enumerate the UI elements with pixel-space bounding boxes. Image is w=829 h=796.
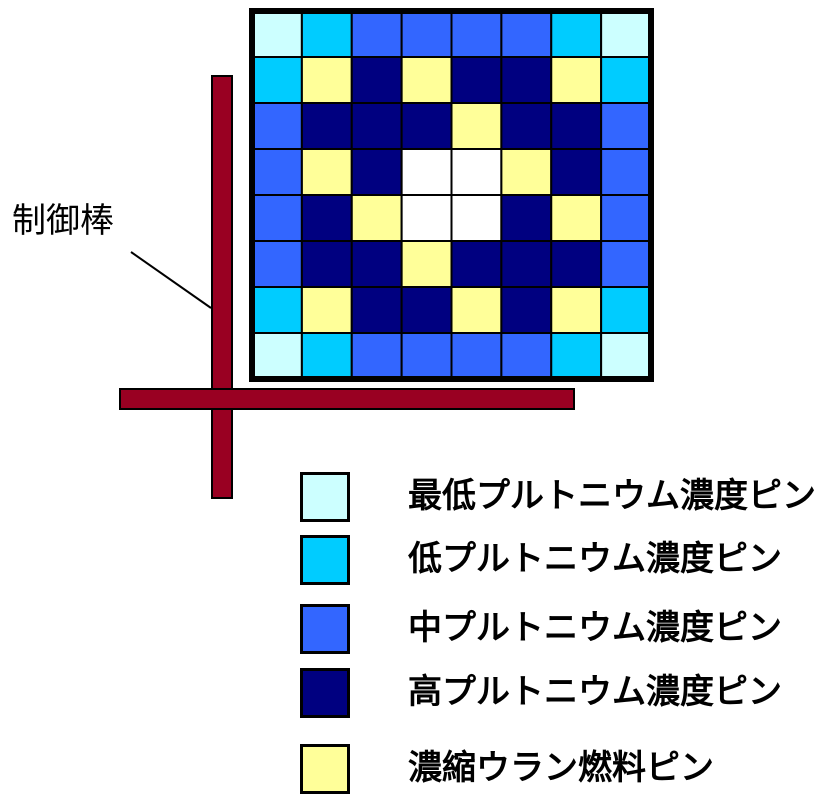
legend-label-medium: 中プルトニウム濃度ピン — [408, 608, 782, 648]
fuel-pin-medium — [600, 240, 653, 288]
fuel-pin-uranium — [300, 56, 353, 104]
legend-label-uranium: 濃縮ウラン燃料ピン — [408, 748, 714, 788]
fuel-pin-high — [400, 102, 453, 150]
fuel-pin-lowest — [251, 332, 303, 380]
fuel-pin-empty — [450, 148, 503, 196]
fuel-pin-high — [500, 240, 553, 288]
legend: 最低プルトニウム濃度ピン 低プルトニウム濃度ピン 中プルトニウム濃度ピン 高プル… — [300, 0, 820, 796]
fuel-pin-high — [350, 286, 403, 334]
fuel-pin-lowest — [251, 10, 303, 58]
fuel-pin-low — [251, 56, 303, 104]
legend-label-lowest: 最低プルトニウム濃度ピン — [408, 476, 816, 516]
fuel-pin-empty — [400, 194, 453, 242]
fuel-pin-high — [500, 56, 553, 104]
fuel-pin-medium — [251, 194, 303, 242]
fuel-pin-low — [600, 286, 653, 334]
fuel-pin-medium — [450, 332, 503, 380]
fuel-pin-high — [500, 102, 553, 150]
legend-item-lowest: 最低プルトニウム濃度ピン — [300, 472, 820, 524]
fuel-pin-medium — [251, 240, 303, 288]
fuel-pin-lowest — [600, 10, 653, 58]
fuel-pin-high — [500, 286, 553, 334]
fuel-pin-medium — [251, 102, 303, 150]
fuel-pin-uranium — [300, 286, 353, 334]
control-rod-horizontal — [119, 388, 575, 410]
legend-item-low: 低プルトニウム濃度ピン — [300, 535, 820, 587]
fuel-pin-medium — [251, 148, 303, 196]
fuel-pin-lowest — [600, 332, 653, 380]
fuel-pin-uranium — [400, 56, 453, 104]
legend-swatch-lowest — [300, 472, 350, 522]
legend-label-high: 高プルトニウム濃度ピン — [408, 672, 782, 712]
fuel-pin-medium — [350, 332, 403, 380]
legend-item-uranium: 濃縮ウラン燃料ピン — [300, 744, 820, 796]
assembly-outer-border — [249, 8, 654, 382]
legend-swatch-uranium — [300, 744, 350, 794]
fuel-pin-high — [350, 102, 403, 150]
control-rod-label: 制御棒 — [12, 201, 114, 241]
legend-swatch-medium — [300, 604, 350, 654]
fuel-pin-high — [350, 148, 403, 196]
fuel-pin-uranium — [550, 286, 603, 334]
fuel-pin-medium — [500, 10, 553, 58]
legend-item-medium: 中プルトニウム濃度ピン — [300, 604, 820, 656]
fuel-pin-high — [450, 240, 503, 288]
legend-swatch-low — [300, 535, 350, 585]
fuel-pin-low — [251, 286, 303, 334]
fuel-pin-uranium — [450, 102, 503, 150]
fuel-pin-low — [600, 56, 653, 104]
fuel-pin-high — [550, 102, 603, 150]
fuel-pin-high — [550, 148, 603, 196]
fuel-pin-uranium — [450, 286, 503, 334]
legend-label-low: 低プルトニウム濃度ピン — [408, 539, 782, 579]
fuel-pin-empty — [450, 194, 503, 242]
legend-swatch-high — [300, 668, 350, 718]
control-rod-vertical — [211, 75, 233, 499]
legend-item-high: 高プルトニウム濃度ピン — [300, 668, 820, 720]
control-rod-leader-line — [130, 251, 212, 309]
